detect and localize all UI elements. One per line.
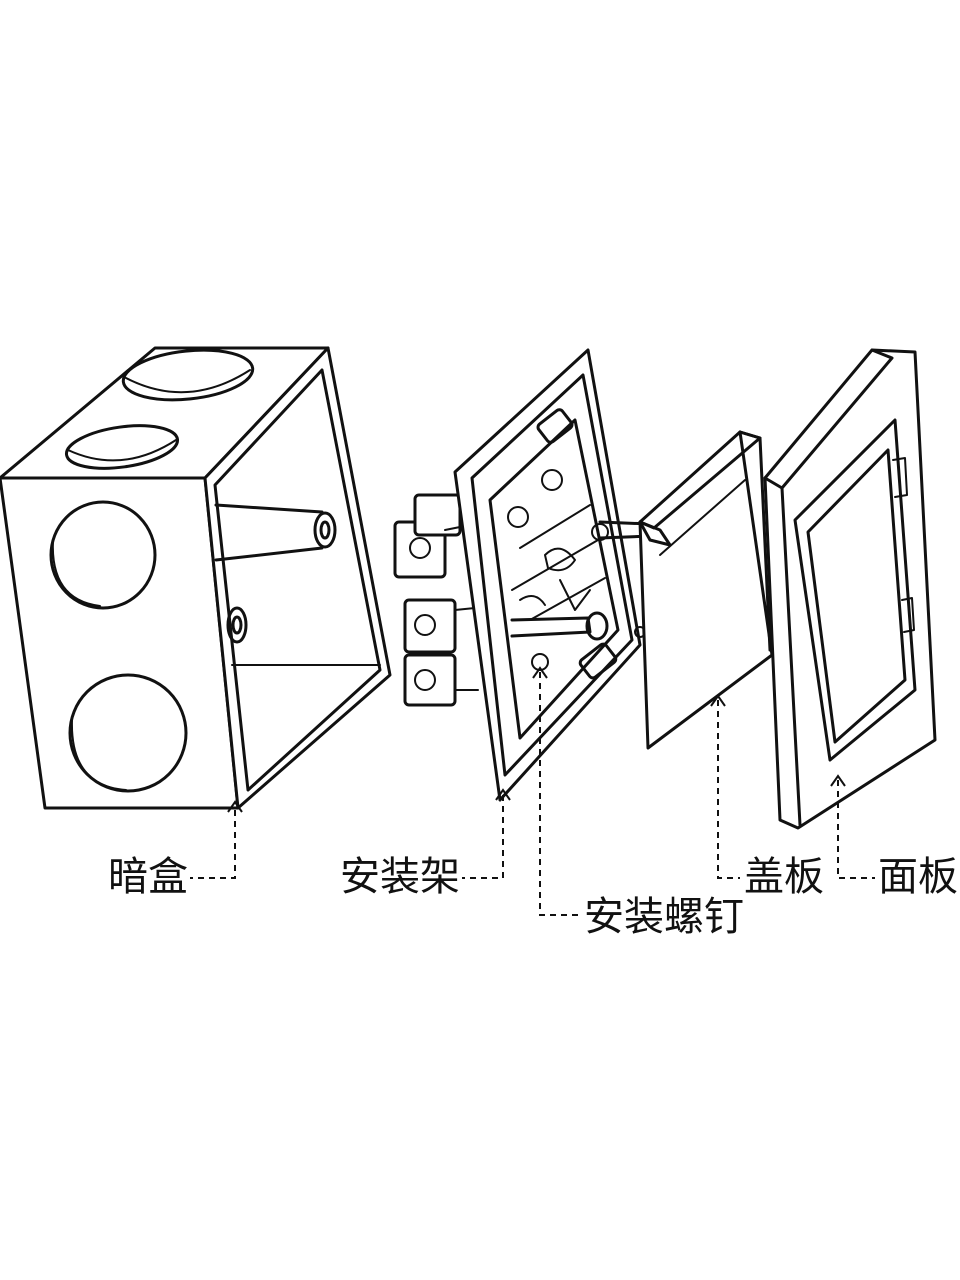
mounting-screw — [510, 611, 609, 671]
mounting-frame — [393, 348, 654, 802]
cover-plate — [638, 430, 774, 750]
leader-junction-box — [190, 800, 243, 879]
leader-mounting-frame — [462, 788, 511, 879]
leader-cover-plate — [710, 694, 740, 879]
face-plate — [763, 348, 937, 830]
knockout-hole-front-2 — [68, 673, 188, 793]
leader-face-plate — [830, 774, 875, 879]
terminal-blocks — [393, 493, 479, 707]
knockout-hole-top-1 — [121, 348, 255, 402]
knockout-hole-top-2 — [64, 424, 180, 470]
leader-mounting-screw — [532, 666, 580, 916]
knockout-hole-front-1 — [49, 500, 157, 610]
label-mounting-frame: 安装架 — [340, 854, 460, 900]
label-cover-plate: 盖板 — [744, 854, 824, 900]
label-mounting-screw: 安装螺钉 — [584, 894, 744, 940]
label-junction-box: 暗盒 — [108, 854, 188, 900]
label-face-plate: 面板 — [878, 854, 958, 900]
junction-box — [0, 346, 392, 810]
